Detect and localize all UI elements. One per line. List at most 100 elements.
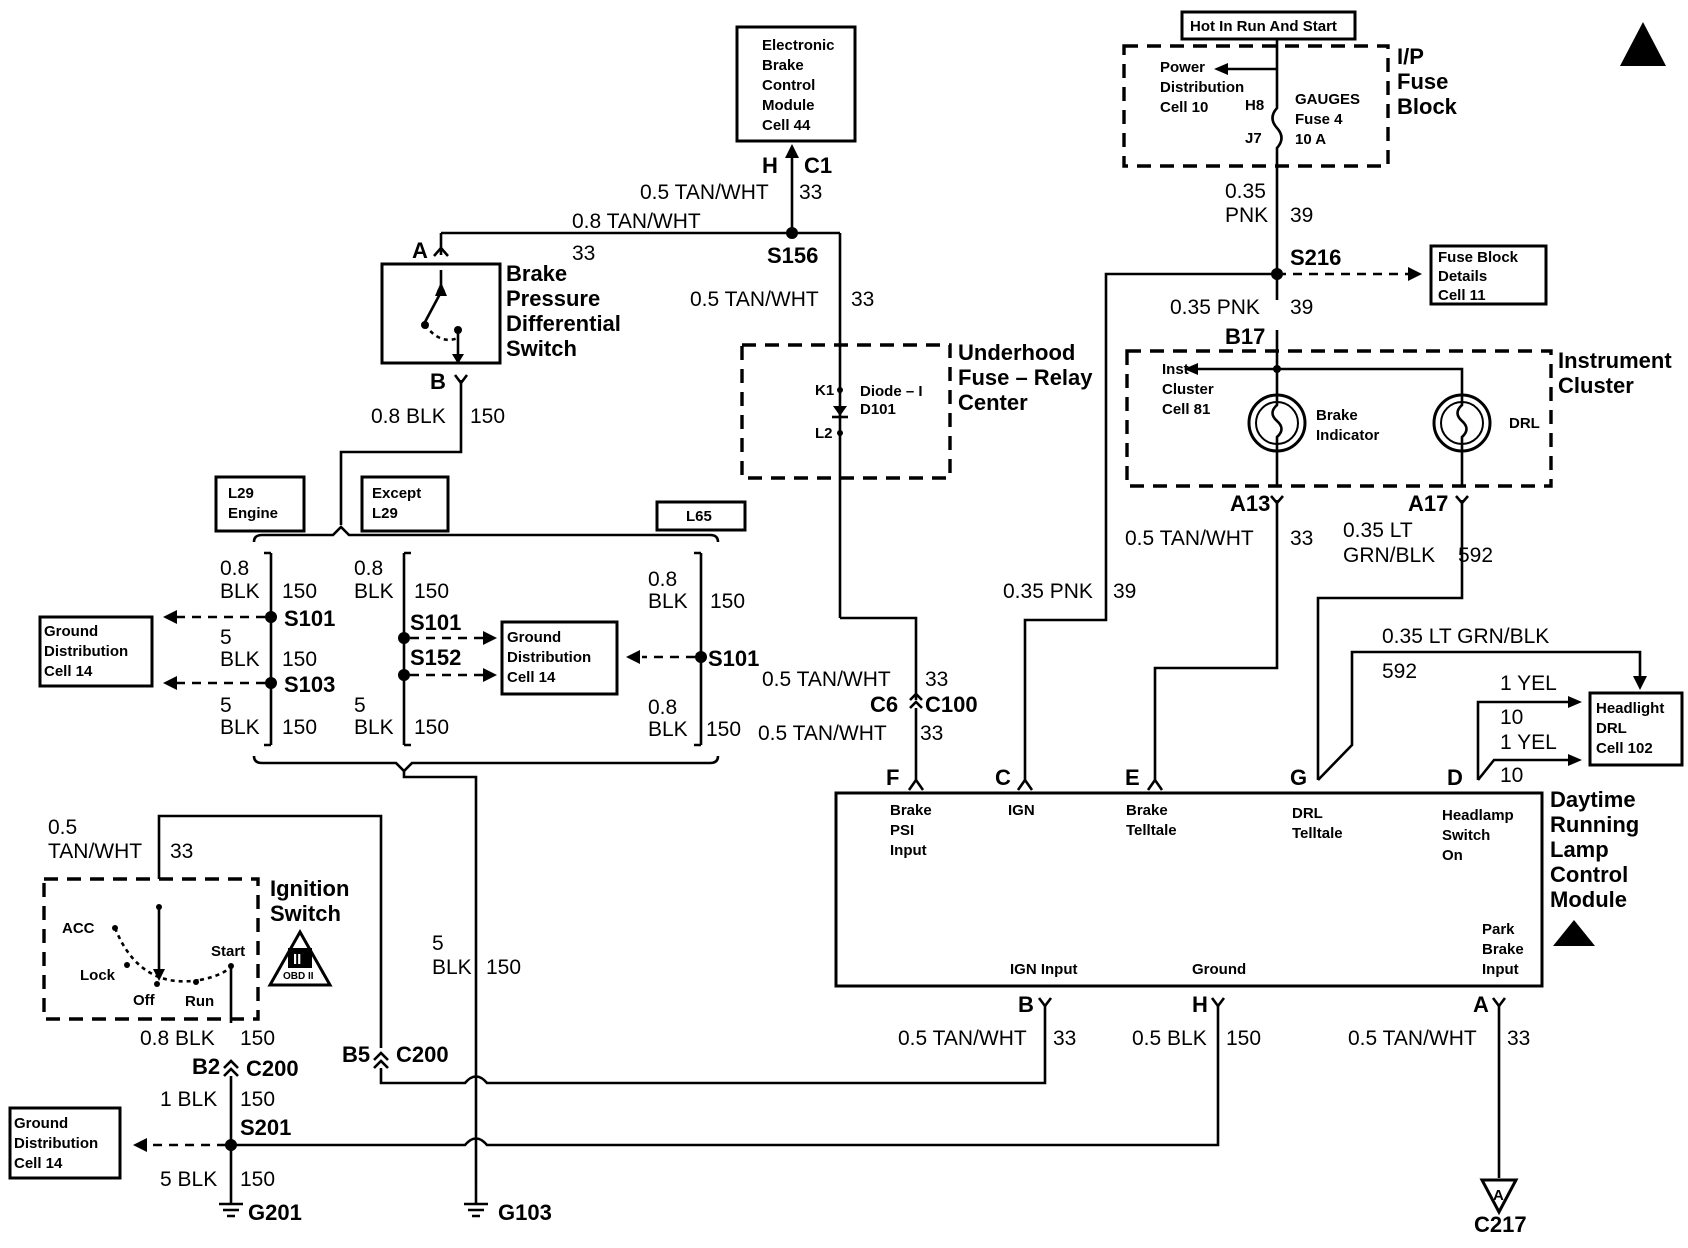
ign-pos-start: Start	[211, 943, 245, 960]
conn-s156: S156	[767, 243, 818, 268]
headlight-drl-2: DRL	[1596, 720, 1627, 737]
diode-label-2: D101	[860, 401, 896, 418]
underhood-label-3: Center	[958, 390, 1028, 415]
circuit-label: 150	[706, 718, 741, 741]
hot-in-run-box	[1180, 10, 1357, 41]
circuit-label: 39	[1290, 204, 1313, 227]
drl-lamp-label: DRL	[1509, 415, 1540, 432]
l29-engine-box	[214, 475, 306, 533]
pin-j7: J7	[1245, 130, 1262, 147]
wire-color: BLK	[220, 648, 260, 671]
obd-label-1: II	[293, 951, 301, 968]
conn-s101: S101	[410, 610, 461, 635]
drl-module-label-4: Control	[1550, 862, 1628, 887]
circuit-label: 150	[282, 648, 317, 671]
wire-label: 0.8 BLK	[140, 1027, 215, 1050]
ebcm-box: Electronic Brake Control Module Cell 44	[735, 25, 857, 143]
pin-k1: K1	[815, 382, 834, 399]
arrow-up-icon	[785, 144, 799, 158]
wire-gauge: 5	[220, 694, 232, 717]
circuit-label: 33	[925, 668, 948, 691]
ground-dist-1: Ground	[44, 623, 98, 640]
circuit-label: 33	[170, 840, 193, 863]
pin-b: B	[1018, 992, 1034, 1017]
conn-a: A	[412, 238, 428, 263]
ground-dist-2: Distribution	[507, 649, 591, 666]
l29-engine-2: Engine	[228, 505, 278, 522]
pin-c-label: IGN	[1008, 802, 1035, 819]
ground-dist-box-mid	[500, 620, 619, 696]
circuit-label: 39	[1290, 296, 1313, 319]
ebcm-label-4: Module	[762, 97, 815, 114]
ground-g103-icon	[464, 1180, 488, 1218]
wire-label: 0.35 LT GRN/BLK	[1382, 625, 1549, 648]
wire-label: 0.5 TAN/WHT	[898, 1027, 1027, 1050]
circuit-label: 592	[1458, 544, 1493, 567]
conn-s201: S201	[240, 1115, 291, 1140]
pin-a-label-1: Park	[1482, 921, 1515, 938]
wire-label: 5 BLK	[160, 1168, 217, 1191]
conn-g201: G201	[248, 1200, 302, 1225]
wire-color: BLK	[220, 716, 260, 739]
pin-l2: L2	[815, 425, 833, 442]
ign-pos-off: Off	[133, 992, 156, 1009]
arrow-left-icon	[1214, 63, 1228, 75]
pin-c: C	[995, 765, 1011, 790]
ground-dist-3: Cell 14	[14, 1155, 63, 1172]
wire-label: 1 BLK	[160, 1088, 217, 1111]
wire-label: 0.8 TAN/WHT	[572, 210, 701, 233]
conn-s216: S216	[1290, 245, 1341, 270]
conn-c100: C100	[925, 692, 978, 717]
cluster-ref-2: Cluster	[1162, 381, 1214, 398]
drl-module-label-2: Running	[1550, 812, 1639, 837]
underhood-fuse-relay-center	[740, 343, 952, 480]
fbd-label-3: Cell 11	[1438, 287, 1486, 304]
gauges-fuse-1: GAUGES	[1295, 91, 1360, 108]
pin-d-label-3: On	[1442, 847, 1463, 864]
except-l29-box	[360, 475, 450, 533]
fbd-label-2: Details	[1438, 268, 1487, 285]
ebcm-label-3: Control	[762, 77, 815, 94]
pin-f-label-1: Brake	[890, 802, 932, 819]
circuit-label: 150	[240, 1168, 275, 1191]
splice-s101	[695, 651, 707, 663]
pin-g-label-2: Telltale	[1292, 825, 1343, 842]
circuit-label: 150	[470, 405, 505, 428]
circuit-label: 33	[572, 242, 595, 265]
circuit-label: 150	[240, 1027, 275, 1050]
l29-engine-1: L29	[228, 485, 254, 502]
instrument-cluster	[1125, 349, 1553, 488]
splice-s152	[398, 669, 410, 681]
ebcm-label-2: Brake	[762, 57, 804, 74]
wire-color: BLK	[220, 580, 260, 603]
conn-a13: A13	[1230, 491, 1270, 516]
underhood-label-2: Fuse – Relay	[958, 365, 1093, 390]
conn-a17: A17	[1408, 491, 1448, 516]
brake-switch-label-2: Pressure	[506, 286, 600, 311]
wire-gauge: 0.8	[354, 557, 383, 580]
pin-h8: H8	[1245, 97, 1264, 114]
conn-b17: B17	[1225, 324, 1265, 349]
drl-module-label-1: Daytime	[1550, 787, 1636, 812]
wire-color: BLK	[648, 590, 688, 613]
pin-g-label-1: DRL	[1292, 805, 1323, 822]
wire-color: GRN/BLK	[1343, 544, 1435, 567]
ip-fuse-label-1: I/P	[1397, 44, 1424, 69]
esd-warning-icon	[1620, 22, 1666, 66]
circuit-label: 592	[1382, 660, 1417, 683]
c217-a: A	[1493, 1187, 1504, 1204]
fuse-block-details-box	[1429, 244, 1548, 306]
pin-f: F	[886, 765, 899, 790]
fbd-label-1: Fuse Block	[1438, 249, 1519, 266]
conn-c1: C1	[804, 153, 832, 178]
brake-switch-label-3: Differential	[506, 311, 621, 336]
circuit-label: 150	[1226, 1027, 1261, 1050]
cluster-ref-3: Cell 81	[1162, 401, 1210, 418]
wire-color: BLK	[432, 956, 472, 979]
c217-connector-icon	[1479, 1178, 1519, 1216]
conn-s103: S103	[284, 672, 335, 697]
ign-pos-acc: ACC	[62, 920, 95, 937]
conn-h: H	[762, 153, 778, 178]
wire-label: 0.5 TAN/WHT	[762, 668, 891, 691]
